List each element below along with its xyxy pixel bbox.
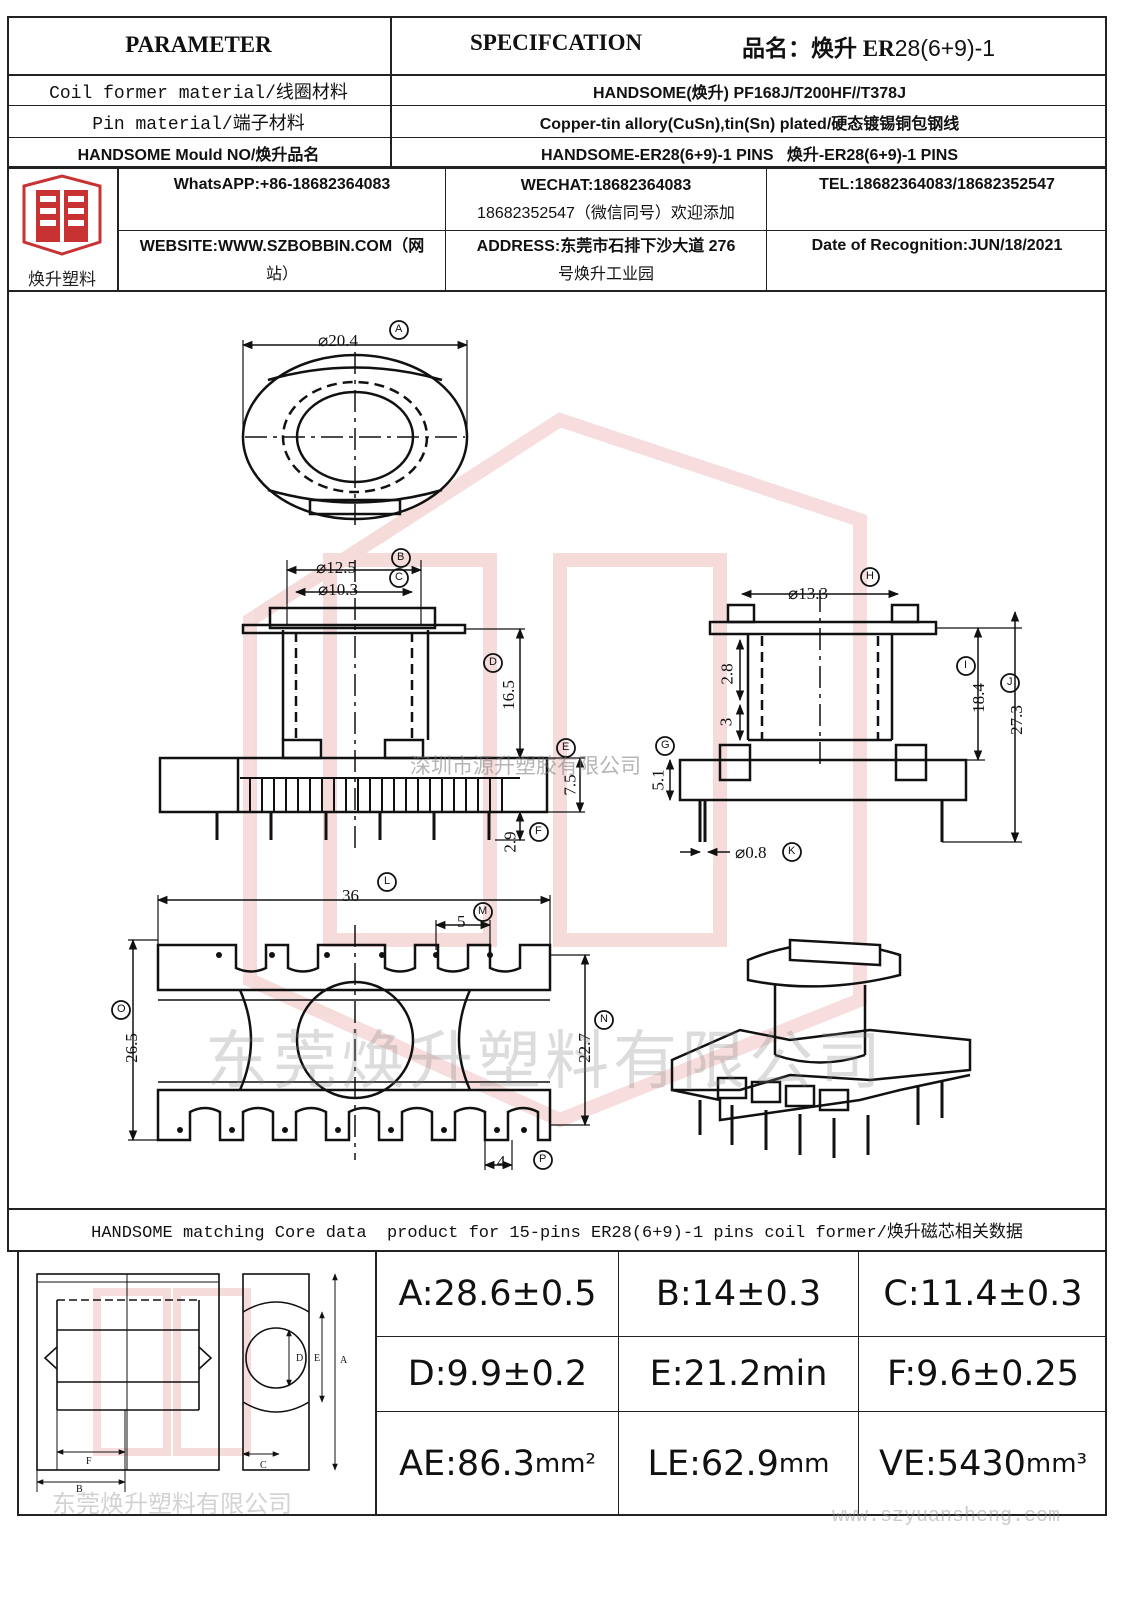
core-title-bar [7,1208,1107,1252]
core-label-a: A [340,1355,348,1366]
row-value-coil-former: HANDSOME(焕升) PF168J/T200HF//T378J [593,84,906,102]
dim-c: ⌀10.3 [318,580,358,599]
wechat-line-1: WECHAT:18682364083 [520,177,692,194]
core-value-le-number: LE:62.9 [647,1444,779,1484]
tag-i: I [964,659,968,671]
drawing-frame [7,292,1107,1210]
dim-m: 5 [457,912,466,931]
core-value-a: A:28.6±0.5 [398,1274,597,1314]
url-watermark: www.szyuansheng.com [832,1505,1061,1528]
tel-contact: TEL:18682364083/18682352547 [819,176,1055,193]
technical-drawing [111,320,1022,1170]
website-line-2: 站） [265,266,298,283]
dim-d: 16.5 [498,680,518,710]
product-name: 品名：焕升 ER28(6+9)-1 [742,29,995,63]
tag-a: A [395,323,403,335]
address-line-1: ADDRESS:东莞市石排下沙大道 276 [476,238,736,255]
tag-d: D [489,656,497,668]
dim-j: 27.3 [1006,705,1026,735]
dim-l: 36 [342,886,359,905]
tag-k: K [788,845,796,857]
core-label-b: B [76,1484,83,1495]
dim-p: 4 [497,1152,506,1171]
company-logo: 焕升塑料 [14,172,110,289]
dim-2-8: 2.8 [717,663,737,685]
dim-f: 2.9 [500,831,520,853]
tag-o: O [117,1003,126,1015]
dim-g: 5.1 [648,769,668,791]
front-view [158,560,585,850]
core-value-c: C:11.4±0.3 [883,1274,1083,1314]
logo-mark-icon [22,174,102,256]
tag-p: P [539,1153,547,1165]
core-value-le-unit: mm [778,1449,830,1479]
address: ADDRESS:东莞市石排下沙大道 276 号焕升工业园 [446,233,766,289]
website: WEBSITE:WWW.SZBOBBIN.COM（网 站） [119,233,445,289]
core-label-d: D [296,1353,304,1364]
core-value-ae-number: AE:86.3 [399,1444,535,1484]
tag-n: N [600,1013,608,1025]
address-line-2: 号焕升工业园 [557,266,654,283]
core-value-d: D:9.9±0.2 [407,1354,588,1394]
watermark-mid-text: 深圳市源升塑胶有限公司 [410,755,641,778]
core-watermark-text: 东莞焕升塑料有限公司 [52,1491,292,1518]
row-value-pin-material: Copper-tin allory(CuSn),tin(Sn) plated/硬… [539,115,960,133]
wechat-contact: WECHAT:18682364083 18682352547（微信同号）欢迎添加 [446,172,766,228]
parameter-header: PARAMETER [125,32,272,57]
tag-b: B [397,551,405,563]
logo-text: 焕升塑料 [28,270,96,289]
dimension-tag-circles [111,320,1020,1170]
product-name-suffix: 28(6+9)-1 [894,35,996,61]
core-value-ae-unit: mm² [534,1449,596,1479]
core-label-f: F [86,1456,92,1467]
core-label-e: E [314,1353,321,1364]
tag-m: M [478,905,488,917]
spec-header-table [7,16,1107,168]
row-value-mould-no: HANDSOME-ER28(6+9)-1 PINS 焕升-ER28(6+9)-1… [540,147,958,164]
dim-b: ⌀12.5 [316,558,356,577]
wechat-line-2: 18682352547（微信同号）欢迎添加 [477,205,735,222]
core-drawing [36,1273,338,1492]
tag-l: L [384,875,391,887]
dim-3: 3 [716,717,736,727]
row-label-coil-former: Coil former material/线圈材料 [49,83,348,104]
tag-h: H [866,570,874,582]
tag-g: G [661,739,670,751]
specification-header: SPECIFCATION [470,30,643,55]
tag-f: F [535,825,542,837]
core-value-b: B:14±0.3 [655,1274,822,1314]
side-view [665,589,1022,857]
row-label-mould-no: HANDSOME Mould NO/焕升品名 [77,147,320,164]
tag-e: E [562,741,570,753]
core-data-frame [17,1252,1107,1516]
tag-j: J [1007,676,1013,688]
core-label-c: C [260,1460,267,1471]
dim-h: ⌀13.3 [788,584,828,603]
dim-o: 26.5 [121,1033,141,1063]
row-label-pin-material: Pin material/端子材料 [92,114,305,135]
dim-a: ⌀20.4 [318,331,358,350]
watermark-big-text: 东莞焕升塑料有限公司 [205,1025,885,1097]
isometric-view [670,938,972,1158]
core-watermark-logo-icon [93,1288,251,1456]
whatsapp-contact: WhatsAPP:+86-18682364083 [173,176,391,193]
core-value-ve-unit: mm³ [1025,1449,1087,1479]
top-view [241,340,469,525]
core-value-ve-number: VE:5430 [879,1444,1026,1484]
dim-i: 18.4 [968,683,988,713]
core-value-f: F:9.6±0.25 [886,1354,1080,1394]
dim-k: ⌀0.8 [735,843,767,862]
tag-c: C [395,571,403,583]
core-value-e: E:21.2min [649,1354,828,1394]
product-name-prefix: 品名：焕升 ER [742,36,895,61]
website-line-1: WEBSITE:WWW.SZBOBBIN.COM（网 [139,238,425,255]
bottom-view [128,895,590,1170]
core-section-title: HANDSOME matching Core data product for … [91,1224,1023,1243]
recognition-date: Date of Recognition:JUN/18/2021 [811,237,1063,254]
